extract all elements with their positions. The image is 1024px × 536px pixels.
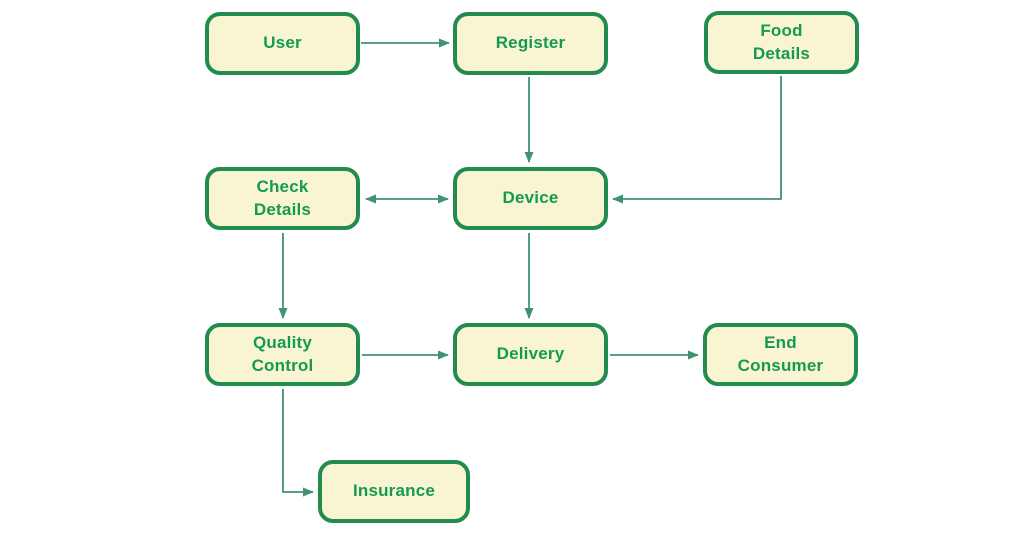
node-label: User [263, 33, 302, 53]
node-user: User [205, 12, 360, 75]
node-label: Food [760, 21, 803, 41]
node-label: Consumer [737, 355, 824, 375]
node-delivery: Delivery [453, 323, 608, 386]
node-label: Details [253, 199, 312, 219]
node-label: Details [752, 43, 811, 63]
node-label: Delivery [496, 344, 565, 364]
node-label: Register [495, 33, 566, 53]
node-label: End [764, 333, 797, 353]
node-register: Register [453, 12, 608, 75]
node-end-consumer: End Consumer [703, 323, 858, 386]
node-label: Control [251, 355, 314, 375]
node-device: Device [453, 167, 608, 230]
node-label: Device [502, 188, 559, 208]
node-label: Quality [252, 333, 313, 353]
node-check-details: Check Details [205, 167, 360, 230]
edge-food-details-device [612, 76, 782, 204]
edge-quality-control-insurance [282, 389, 314, 497]
node-label: Check [256, 177, 309, 197]
node-quality-control: Quality Control [205, 323, 360, 386]
node-label: Insurance [352, 481, 436, 501]
node-insurance: Insurance [318, 460, 470, 523]
node-food-details: Food Details [704, 11, 859, 74]
